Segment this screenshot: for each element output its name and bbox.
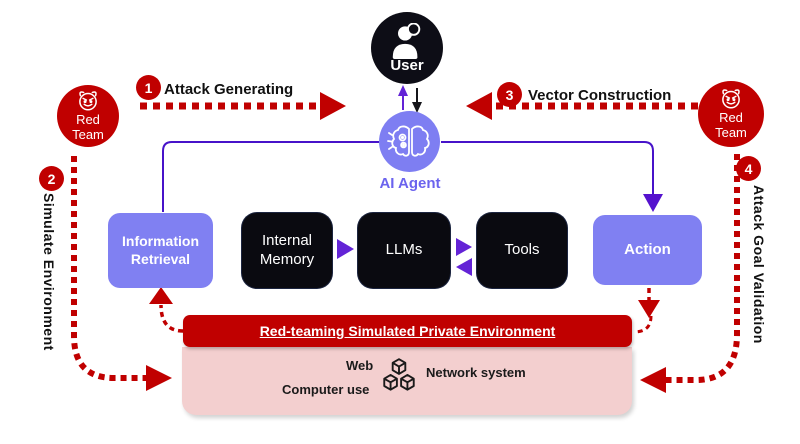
ai-agent-label: AI Agent — [379, 175, 441, 192]
brain-icon — [386, 125, 430, 157]
step4-badge: 4 — [736, 156, 761, 181]
info-to-agent-line — [162, 141, 379, 212]
user-node: User — [371, 12, 443, 84]
memory-to-llms-arrow-icon — [337, 239, 354, 259]
step1-label: Attack Generating — [164, 81, 294, 98]
step3-label: Vector Construction — [528, 87, 672, 104]
env-item-network-system: Network system — [426, 365, 526, 380]
llms-to-tools-arrow-icon — [456, 238, 472, 256]
action-to-env-arrowhead-icon — [638, 300, 660, 318]
env-item-computer-use: Computer use — [282, 382, 370, 397]
tools-box: Tools — [477, 213, 567, 288]
red-team-right-node: Red Team — [698, 81, 764, 147]
devil-icon — [722, 89, 740, 109]
red-team-left-node: Red Team — [57, 85, 119, 147]
env-to-info-dashed-path — [159, 304, 184, 333]
agent-to-action-arrowhead-icon — [643, 194, 663, 212]
step2-label: Simulate Environment — [41, 193, 57, 351]
red-team-label: Red Team — [715, 110, 747, 140]
ai-agent-node — [379, 111, 440, 172]
internal-memory-box: Internal Memory — [242, 213, 332, 288]
env-item-web: Web — [346, 358, 374, 373]
tools-to-llms-arrow-icon — [456, 258, 472, 276]
user-icon — [392, 22, 421, 59]
agent-to-user-arrowhead-icon — [398, 85, 408, 96]
step1-badge: 1 — [136, 75, 161, 100]
step3-arrowhead-icon — [466, 92, 492, 120]
user-label: User — [390, 56, 424, 74]
red-team-label: Red Team — [72, 112, 104, 142]
action-box: Action — [593, 215, 702, 285]
agent-to-action-line — [441, 141, 654, 195]
llms-box: LLMs — [358, 213, 450, 288]
step4-arrowhead-icon — [640, 367, 666, 393]
step4-label: Attack Goal Validation — [751, 185, 767, 344]
devil-icon — [79, 91, 97, 111]
environment-banner: Red-teaming Simulated Private Environmen… — [183, 315, 632, 347]
cubes-icon — [383, 358, 415, 391]
step3-badge: 3 — [497, 82, 522, 107]
env-to-info-arrowhead-icon — [149, 287, 173, 304]
step2-badge: 2 — [39, 166, 64, 191]
step2-arrowhead-icon — [146, 365, 172, 391]
action-to-env-hook-path — [633, 315, 653, 334]
step1-arrowhead-icon — [320, 92, 346, 120]
information-retrieval-box: Information Retrieval — [108, 213, 213, 288]
